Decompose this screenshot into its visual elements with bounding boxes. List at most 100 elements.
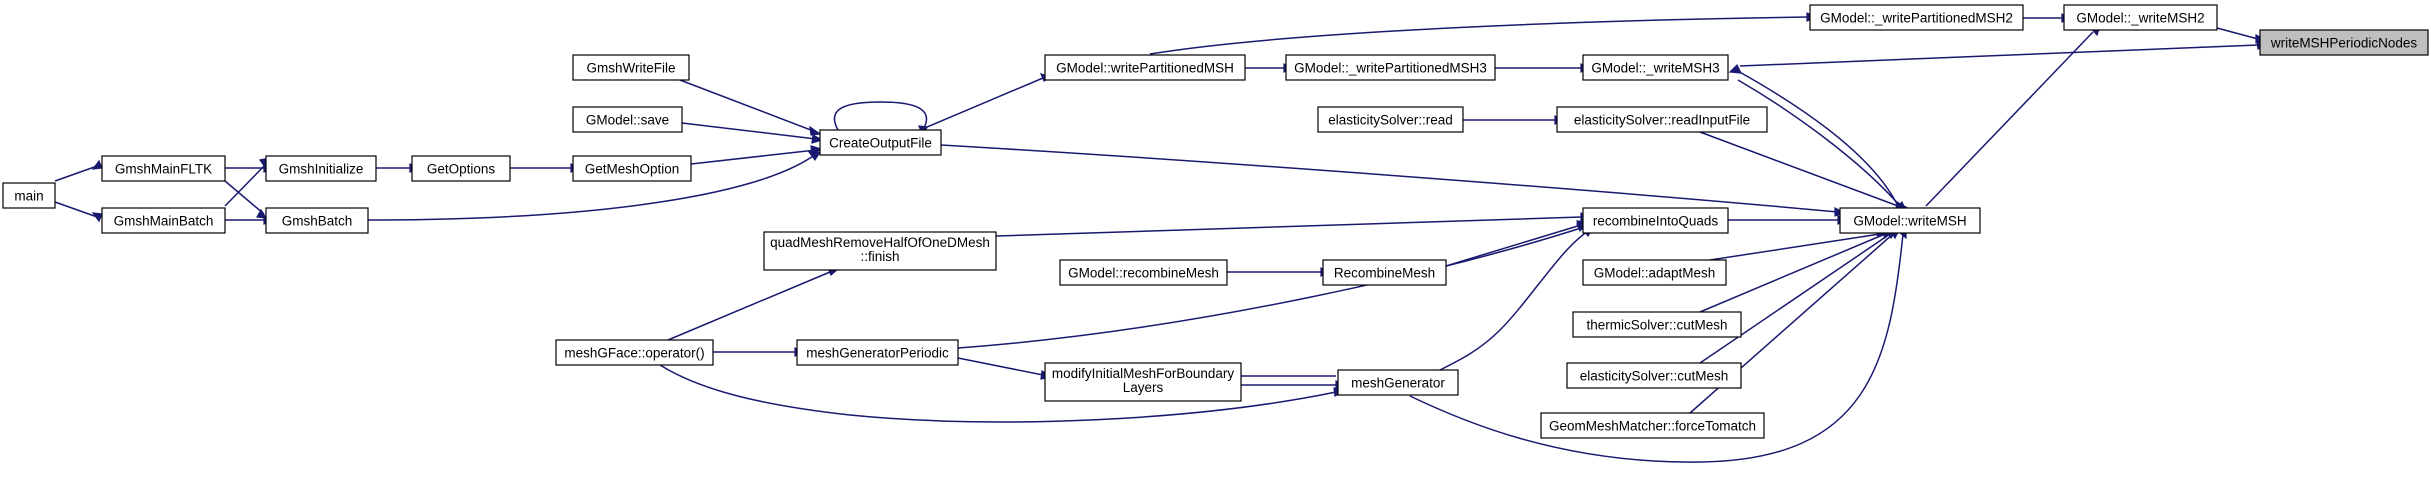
arrowhead-icon: [809, 125, 822, 136]
node-label: recombineIntoQuads: [1593, 214, 1719, 229]
edge-riq-rm: [1445, 220, 1589, 267]
edge-wm3-wpm3: [1495, 63, 1593, 73]
node-label: GmshInitialize: [279, 162, 364, 177]
edge-riq-mgp: [957, 223, 1589, 349]
edge-meshopt-getopt: [510, 163, 583, 173]
node-box: [265, 155, 377, 182]
node-box: [1839, 207, 1981, 234]
node-wpm3[interactable]: GModel::_writePartitionedMSH3: [1285, 54, 1496, 81]
node-getopt[interactable]: GetOptions: [411, 155, 511, 182]
node-label: GModel::writeMSH: [1853, 214, 1966, 229]
node-label: meshGeneratorPeriodic: [806, 346, 949, 361]
edge-fltk-main: [54, 159, 103, 182]
edge-cof-writefile: [679, 79, 822, 136]
node-riq[interactable]: recombineIntoQuads: [1582, 207, 1729, 234]
edge-mimbl-mgp: [957, 357, 1054, 380]
node-wpm2[interactable]: GModel::_writePartitionedMSH2: [1809, 4, 2024, 31]
node-wmsh[interactable]: GModel::writeMSH: [1839, 207, 1981, 234]
node-grm[interactable]: GModel::recombineMesh: [1059, 259, 1228, 286]
node-box: [1572, 311, 1742, 338]
node-label: main: [14, 189, 43, 204]
edge-mgp-mgf: [713, 347, 807, 357]
node-label: RecombineMesh: [1334, 266, 1435, 281]
node-mgp[interactable]: meshGeneratorPeriodic: [796, 339, 959, 366]
node-label: GModel::_writePartitionedMSH3: [1294, 61, 1487, 76]
edge-wmsh-esrif: [1699, 131, 1908, 210]
node-cof[interactable]: CreateOutputFile: [819, 129, 942, 156]
edge-mimbl-mg: [1229, 371, 1336, 381]
edge-cof-save: [681, 122, 824, 144]
node-box: [1285, 54, 1496, 81]
node-wpm[interactable]: GModel::writePartitionedMSH: [1044, 54, 1246, 81]
node-box: [572, 155, 692, 182]
node-gbatch[interactable]: GmshBatch: [265, 207, 369, 234]
node-tscut[interactable]: thermicSolver::cutMesh: [1572, 311, 1742, 338]
node-box: [1317, 106, 1464, 133]
node-label: GModel::save: [586, 113, 669, 128]
node-label: GModel::adaptMesh: [1594, 266, 1716, 281]
node-label: GmshMainBatch: [114, 214, 214, 229]
node-wm3[interactable]: GModel::_writeMSH3: [1582, 54, 1729, 81]
node-label: GModel::_writePartitionedMSH2: [1820, 11, 2013, 26]
node-label: quadMeshRemoveHalfOfOneDMesh: [770, 235, 990, 250]
node-label: GeomMeshMatcher::forceTomatch: [1549, 419, 1756, 434]
node-box: [1582, 54, 1729, 81]
node-gmm[interactable]: GeomMeshMatcher::forceTomatch: [1540, 412, 1765, 439]
node-save[interactable]: GModel::save: [572, 106, 683, 133]
node-box: [2, 182, 56, 209]
node-label: GmshWriteFile: [586, 61, 675, 76]
edge-wmsh-cof: [940, 144, 1847, 217]
arrowhead-icon: [1728, 63, 1743, 74]
node-mgf[interactable]: meshGFace::operator(): [555, 339, 714, 366]
node-label: GModel::_writeMSH2: [2076, 11, 2204, 26]
edge-wpm2-wpm: [1149, 12, 1819, 55]
node-box: [796, 339, 959, 366]
node-box: [411, 155, 511, 182]
node-label: GetMeshOption: [585, 162, 680, 177]
node-qmr[interactable]: quadMeshRemoveHalfOfOneDMesh::finish: [763, 231, 997, 271]
node-meshopt[interactable]: GetMeshOption: [572, 155, 692, 182]
node-box: [101, 155, 226, 182]
node-writefile[interactable]: GmshWriteFile: [572, 54, 690, 81]
node-main[interactable]: main: [2, 182, 56, 209]
edge-cof-meshopt: [690, 145, 823, 165]
node-esread[interactable]: elasticitySolver::read: [1317, 106, 1464, 133]
arrowhead-icon: [811, 134, 824, 144]
node-box: [763, 231, 997, 271]
node-label: CreateOutputFile: [829, 136, 932, 151]
node-box: [1059, 259, 1228, 286]
node-esrif[interactable]: elasticitySolver::readInputFile: [1556, 106, 1768, 133]
node-box: [101, 207, 226, 234]
node-box: [265, 207, 369, 234]
edge-esrif-esread: [1463, 115, 1567, 125]
node-init[interactable]: GmshInitialize: [265, 155, 377, 182]
node-escut[interactable]: elasticitySolver::cutMesh: [1566, 362, 1742, 389]
node-rm[interactable]: RecombineMesh: [1322, 259, 1447, 286]
node-mg[interactable]: meshGenerator: [1337, 369, 1459, 396]
node-mbatch[interactable]: GmshMainBatch: [101, 207, 226, 234]
edge-riq-mg: [1439, 228, 1594, 371]
edge-wmsh-tscut: [1699, 229, 1893, 313]
node-adapt[interactable]: GModel::adaptMesh: [1582, 259, 1727, 286]
edge-cof-gbatch: [367, 151, 822, 221]
node-label: GModel::recombineMesh: [1068, 266, 1219, 281]
node-label: writeMSHPeriodicNodes: [2270, 36, 2418, 51]
node-box: [1044, 54, 1246, 81]
node-box: [1809, 4, 2024, 31]
node-label: thermicSolver::cutMesh: [1586, 318, 1727, 333]
node-box: [819, 129, 942, 156]
node-box: [1322, 259, 1447, 286]
node-label: meshGenerator: [1351, 376, 1445, 391]
node-box: [572, 54, 690, 81]
node-fltk[interactable]: GmshMainFLTK: [101, 155, 226, 182]
node-label: meshGFace::operator(): [564, 346, 704, 361]
edge-rm-grm: [1227, 267, 1333, 277]
call-graph-nodes: main GmshMainFLTK GmshMainBatch GmshInitial…: [2, 4, 2429, 439]
node-wm2[interactable]: GModel::_writeMSH2: [2063, 4, 2218, 31]
node-label: elasticitySolver::cutMesh: [1580, 369, 1729, 384]
node-box: [1566, 362, 1742, 389]
node-label: ::finish: [860, 249, 899, 264]
node-label: Layers: [1123, 380, 1164, 395]
